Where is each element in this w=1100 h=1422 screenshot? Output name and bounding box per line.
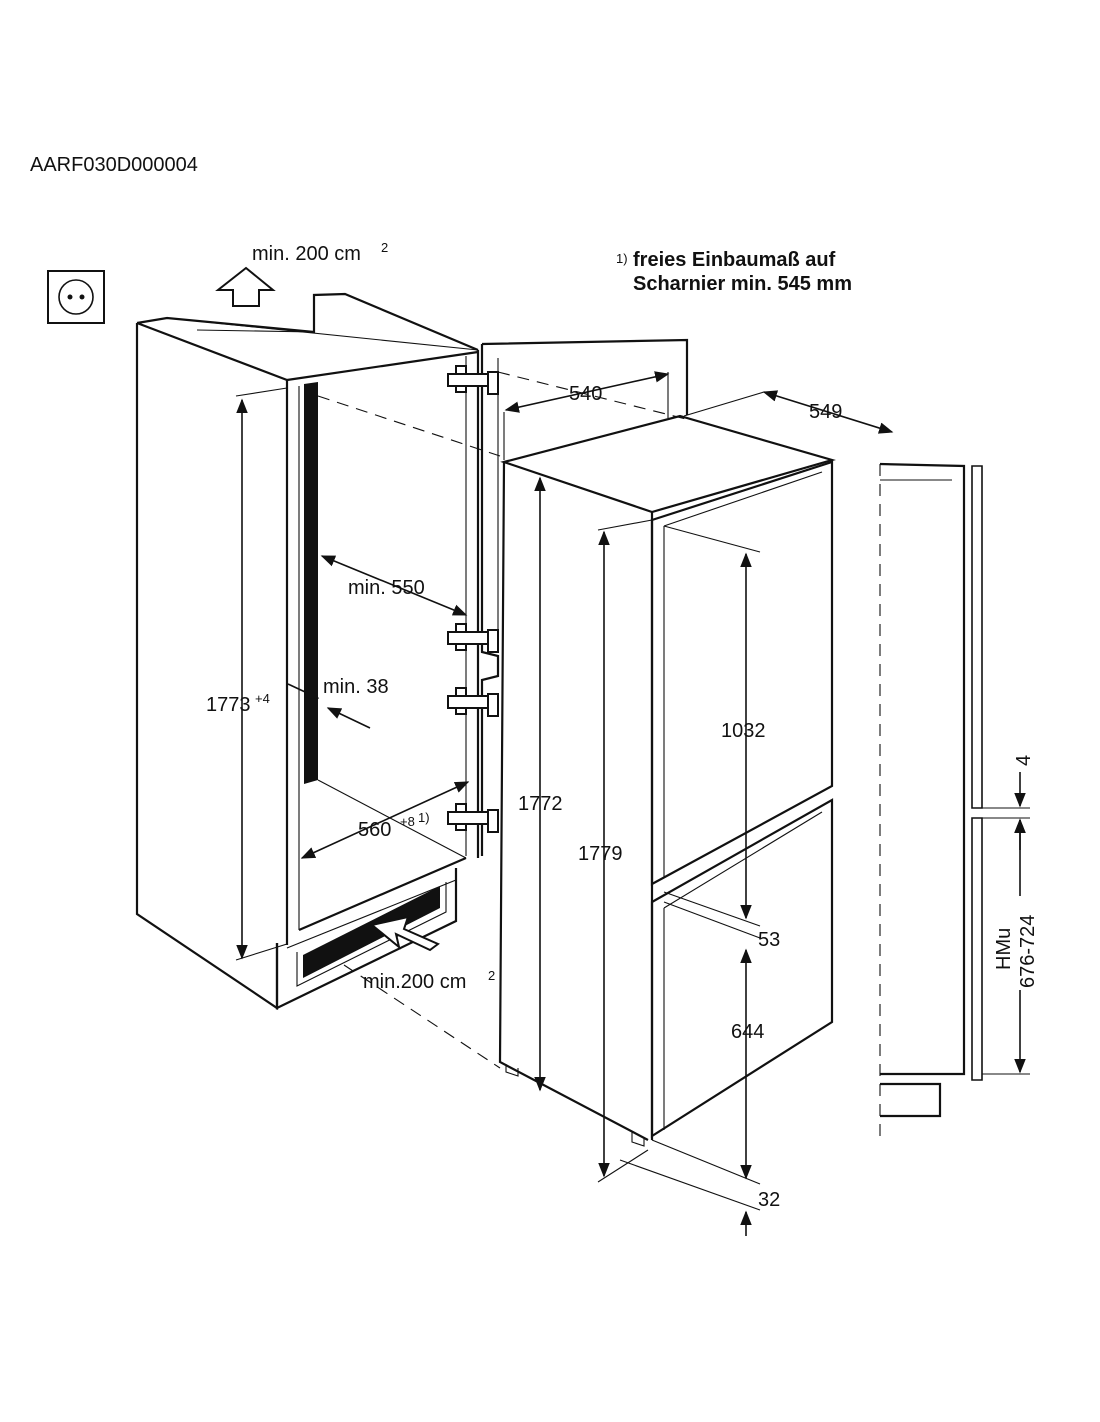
footnote-line2: Scharnier min. 545 mm: [633, 273, 852, 295]
niche-height-label: 1773: [206, 694, 251, 716]
freezer-door-label: 644: [731, 1021, 764, 1043]
depth-min-label: min. 550: [348, 577, 425, 599]
airflow-arrow-in-icon: [369, 915, 440, 952]
niche-height-dim: [235, 387, 288, 961]
niche-cabinet: [135, 292, 480, 1011]
plinth-label: 32: [758, 1189, 780, 1211]
vent-bottom-label: min.200 cm: [363, 971, 466, 993]
vent-top-label: min. 200 cm: [252, 243, 361, 265]
side-gap-label: 4: [1013, 755, 1035, 766]
power-socket-icon: [47, 270, 105, 324]
appliance-body: [498, 414, 836, 1147]
vent-top-sup: 2: [381, 240, 388, 255]
niche-door-panel: [480, 338, 689, 856]
hmu-range: 676-724: [1017, 915, 1039, 988]
side-view: [879, 462, 983, 1140]
fridge-door-label: 1032: [721, 720, 766, 742]
airflow-arrow-up-icon: [215, 266, 276, 307]
freezer-door-dim: [619, 948, 761, 1211]
side-gap-dim: [982, 772, 1030, 850]
footnote-marker: 1): [616, 251, 628, 266]
wall-gap-label: min. 38: [323, 676, 389, 698]
niche-width-note: 1): [418, 810, 430, 825]
fridge-door-dim: [663, 525, 761, 927]
hmu-label: HMu: [993, 928, 1015, 970]
niche-width-dim: [300, 781, 470, 859]
niche-height-sup: +4: [255, 691, 270, 706]
depth-with-door-label: 549: [809, 401, 842, 423]
hmu-dim: [982, 818, 1030, 1075]
total-height-label: 1779: [578, 843, 623, 865]
niche-width-label: 560: [358, 819, 391, 841]
depth-label: 540: [569, 383, 602, 405]
wall-gap-dim: [287, 683, 371, 729]
cabinet-height-label: 1772: [518, 793, 563, 815]
door-gap-line: [663, 901, 761, 939]
vent-bottom-sup: 2: [488, 968, 495, 983]
footnote-line1: freies Einbaumaß auf: [633, 249, 836, 271]
document-code: AARF030D000004: [30, 154, 198, 176]
depth-min-dim: [320, 555, 468, 616]
door-gap-label: 53: [758, 929, 780, 951]
depth-dim: [503, 371, 670, 460]
niche-width-sup: +8: [400, 814, 415, 829]
depth-with-door-dim: [683, 390, 894, 434]
total-height-dim: [597, 519, 653, 1183]
hinge-icon: [447, 365, 499, 833]
